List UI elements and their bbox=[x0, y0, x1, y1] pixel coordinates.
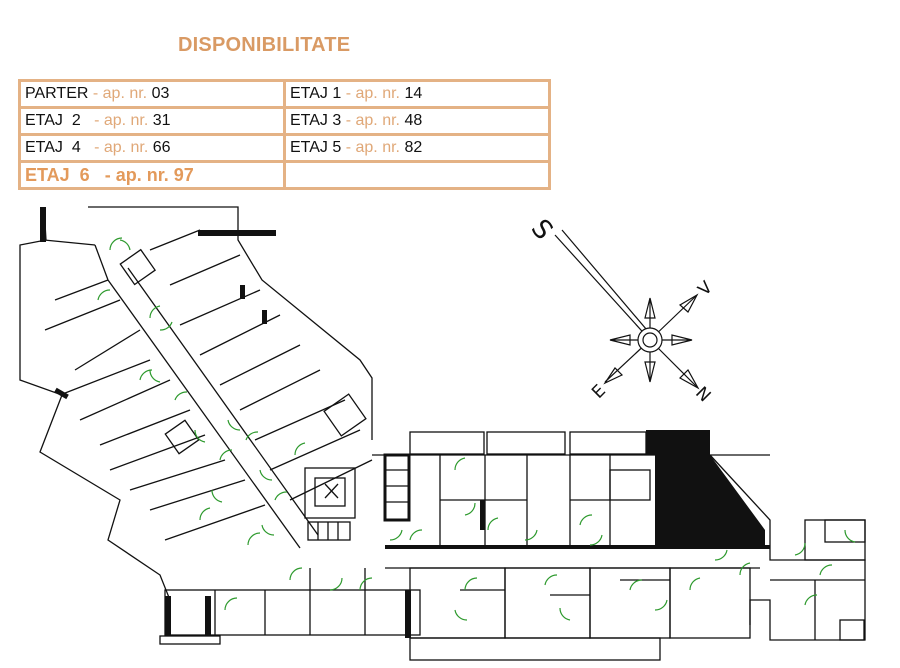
wall-thick bbox=[165, 430, 770, 638]
table-row: PARTER - ap. nr. 03 ETAJ 1 - ap. nr. 14 bbox=[18, 79, 551, 109]
apartment-number: 31 bbox=[152, 112, 171, 129]
floor-name: ETAJ 3 bbox=[290, 112, 342, 129]
compass-east-label: E bbox=[588, 381, 610, 403]
floor-name: ETAJ 2 bbox=[25, 112, 81, 129]
compass-west-label: V bbox=[694, 277, 717, 300]
page-title: DISPONIBILITATE bbox=[178, 34, 351, 56]
apartment-label: - ap. nr. bbox=[94, 112, 149, 129]
availability-cell-empty bbox=[283, 160, 551, 190]
availability-cell: ETAJ 2 - ap. nr. 31 bbox=[18, 106, 286, 136]
floor-name: ETAJ 1 bbox=[290, 85, 342, 102]
floor-name: ETAJ 5 bbox=[290, 139, 342, 156]
diagonal-wing bbox=[19, 206, 373, 601]
availability-cell: PARTER - ap. nr. 03 bbox=[18, 79, 286, 109]
wall-thick bbox=[40, 207, 276, 400]
table-row: ETAJ 6 - ap. nr. 97 bbox=[18, 160, 551, 190]
door-swings bbox=[97, 237, 856, 621]
apartment-number: 82 bbox=[404, 139, 423, 156]
apartment-label: - ap. nr. bbox=[345, 139, 400, 156]
compass-icon: S V E N bbox=[525, 214, 717, 406]
availability-table: PARTER - ap. nr. 03 ETAJ 1 - ap. nr. 14 … bbox=[18, 79, 551, 190]
apartment-label: - ap. nr. bbox=[345, 85, 400, 102]
floor-name: PARTER bbox=[25, 85, 89, 102]
availability-cell: ETAJ 4 - ap. nr. 66 bbox=[18, 133, 286, 163]
apartment-number: 14 bbox=[404, 85, 423, 102]
availability-cell: ETAJ 5 - ap. nr. 82 bbox=[283, 133, 551, 163]
availability-cell-highlight: ETAJ 6 - ap. nr. 97 bbox=[18, 160, 286, 190]
table-row: ETAJ 2 - ap. nr. 31 ETAJ 3 - ap. nr. 48 bbox=[18, 106, 551, 136]
table-row: ETAJ 4 - ap. nr. 66 ETAJ 5 - ap. nr. 82 bbox=[18, 133, 551, 163]
availability-cell: ETAJ 3 - ap. nr. 48 bbox=[283, 106, 551, 136]
floor-name: ETAJ 4 bbox=[25, 139, 81, 156]
availability-cell: ETAJ 1 - ap. nr. 14 bbox=[283, 79, 551, 109]
apartment-number: 03 bbox=[151, 85, 170, 102]
apartment-label: - ap. nr. bbox=[345, 112, 400, 129]
apartment-label: - ap. nr. bbox=[94, 139, 149, 156]
apartment-number: 66 bbox=[152, 139, 171, 156]
apartment-number: 97 bbox=[173, 164, 194, 185]
apartment-label: - ap. nr. bbox=[104, 164, 169, 185]
apartment-number: 48 bbox=[404, 112, 423, 129]
compass-south-label: S bbox=[525, 214, 559, 246]
floor-name: ETAJ 6 bbox=[25, 164, 90, 185]
apartment-label: - ap. nr. bbox=[92, 85, 148, 102]
